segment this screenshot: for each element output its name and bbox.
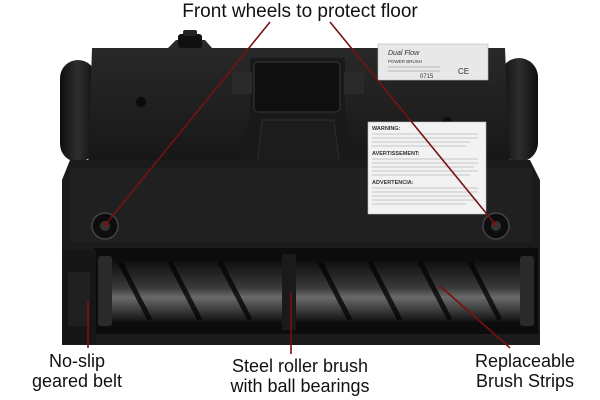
label-front-wheels: Front wheels to protect floor bbox=[182, 1, 418, 22]
sticker-serial: 0715 bbox=[420, 74, 434, 80]
right-rear-wheel bbox=[500, 58, 538, 162]
sticker-brand: Dual Flow bbox=[388, 50, 420, 57]
warning-heading-fr: AVERTISSEMENT: bbox=[372, 151, 420, 157]
label-geared-belt-line1: No-slip bbox=[48, 351, 105, 371]
roller-brush bbox=[98, 260, 534, 322]
label-brush-strips-line1: Replaceable bbox=[474, 351, 576, 371]
warning-heading-en: WARNING: bbox=[372, 126, 401, 132]
leader-front-wheel-left bbox=[105, 21, 271, 225]
label-brush-strips: Replaceable Brush Strips bbox=[455, 351, 595, 391]
leader-front-wheel-right bbox=[329, 21, 496, 225]
label-roller-brush: Steel roller brush with ball bearings bbox=[210, 356, 390, 396]
label-geared-belt-line2: geared belt bbox=[31, 371, 123, 391]
label-roller-brush-line1: Steel roller brush bbox=[231, 356, 369, 376]
leader-strips bbox=[439, 285, 511, 349]
warning-heading-es: ADVERTENCIA: bbox=[372, 180, 414, 186]
label-brush-strips-line2: Brush Strips bbox=[475, 371, 575, 391]
brush-end-cap-right bbox=[520, 256, 534, 326]
warning-label: WARNING: AVERTISSEMENT: ADVERTENCIA: bbox=[367, 121, 487, 215]
sticker-model: POWER BRUSH bbox=[388, 59, 422, 64]
rating-sticker: Dual Flow POWER BRUSH 0715 CE bbox=[377, 43, 489, 81]
label-geared-belt: No-slip geared belt bbox=[12, 351, 142, 391]
height-knob bbox=[178, 34, 202, 48]
left-rear-wheel bbox=[60, 60, 96, 162]
sticker-ce: CE bbox=[458, 67, 469, 76]
brush-end-cap-left bbox=[98, 256, 112, 326]
label-roller-brush-line2: with ball bearings bbox=[230, 376, 370, 396]
